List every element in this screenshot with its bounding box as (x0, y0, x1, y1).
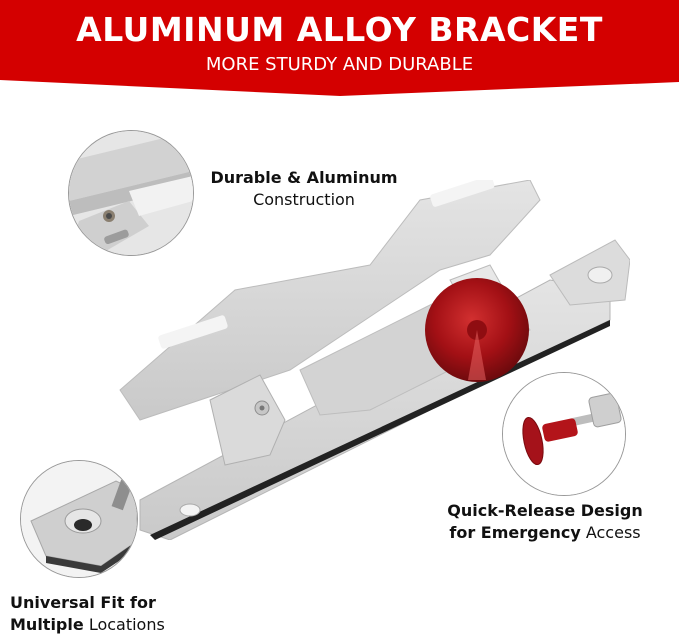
feature-caption-universal-fit: Universal Fit for Multiple Locations (10, 593, 165, 634)
detail-image-mounting-hole (20, 460, 138, 578)
product-image-bracket (110, 175, 631, 541)
detail-image-construction (68, 130, 194, 256)
banner-shape (0, 0, 679, 96)
banner-title: ALUMINUM ALLOY BRACKET (76, 10, 603, 49)
feature-caption-durable: Durable & Aluminum Construction (210, 168, 398, 209)
feature-caption-quick-release: Quick-Release Design for Emergency Acces… (447, 501, 643, 542)
banner-subtitle: MORE STURDY AND DURABLE (205, 54, 474, 75)
detail-image-quick-release (502, 372, 626, 496)
header-banner: ALUMINUM ALLOY BRACKET MORE STURDY AND D… (0, 0, 679, 100)
